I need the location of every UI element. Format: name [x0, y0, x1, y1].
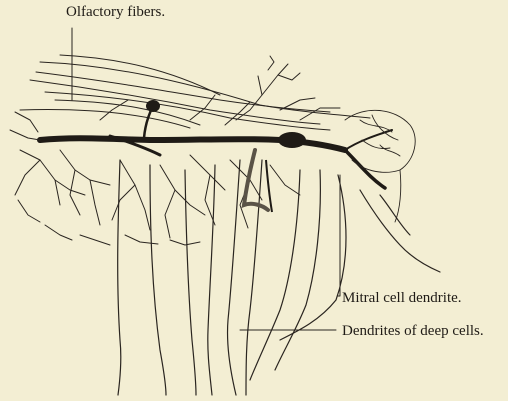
deep-cell-dendrites — [118, 160, 440, 395]
fine-branching-dendrites — [10, 95, 340, 245]
mitral-cell-dendrite-trunk — [40, 100, 392, 188]
dendrites-of-deep-cells-label: Dendrites of deep cells. — [342, 322, 484, 340]
mitral-dendrite-leader — [338, 175, 340, 296]
olfactory-fibers-label: Olfactory fibers. — [66, 3, 165, 21]
glomerulus-tuft — [345, 110, 415, 222]
mitral-cell-dendrite-label: Mitral cell dendrite. — [342, 289, 462, 307]
deep-dendrite-loop — [244, 150, 272, 212]
